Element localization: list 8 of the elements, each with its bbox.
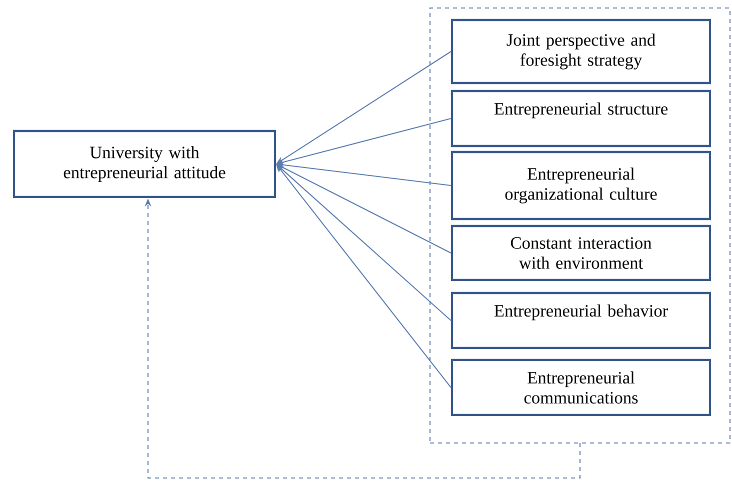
factor-box: Entrepreneurial structure <box>450 90 712 148</box>
factor-box: Joint perspective and foresight strategy <box>450 18 712 84</box>
factor-box: Constant interaction with environment <box>450 224 712 282</box>
factor-box: Entrepreneurial communications <box>450 358 712 416</box>
factor-box: Entrepreneurial behavior <box>450 292 712 350</box>
process-box: University with entrepreneurial attitude <box>12 130 276 198</box>
dashed-frame <box>429 7 731 444</box>
factor-box: Entrepreneurial organizational culture <box>450 150 712 220</box>
